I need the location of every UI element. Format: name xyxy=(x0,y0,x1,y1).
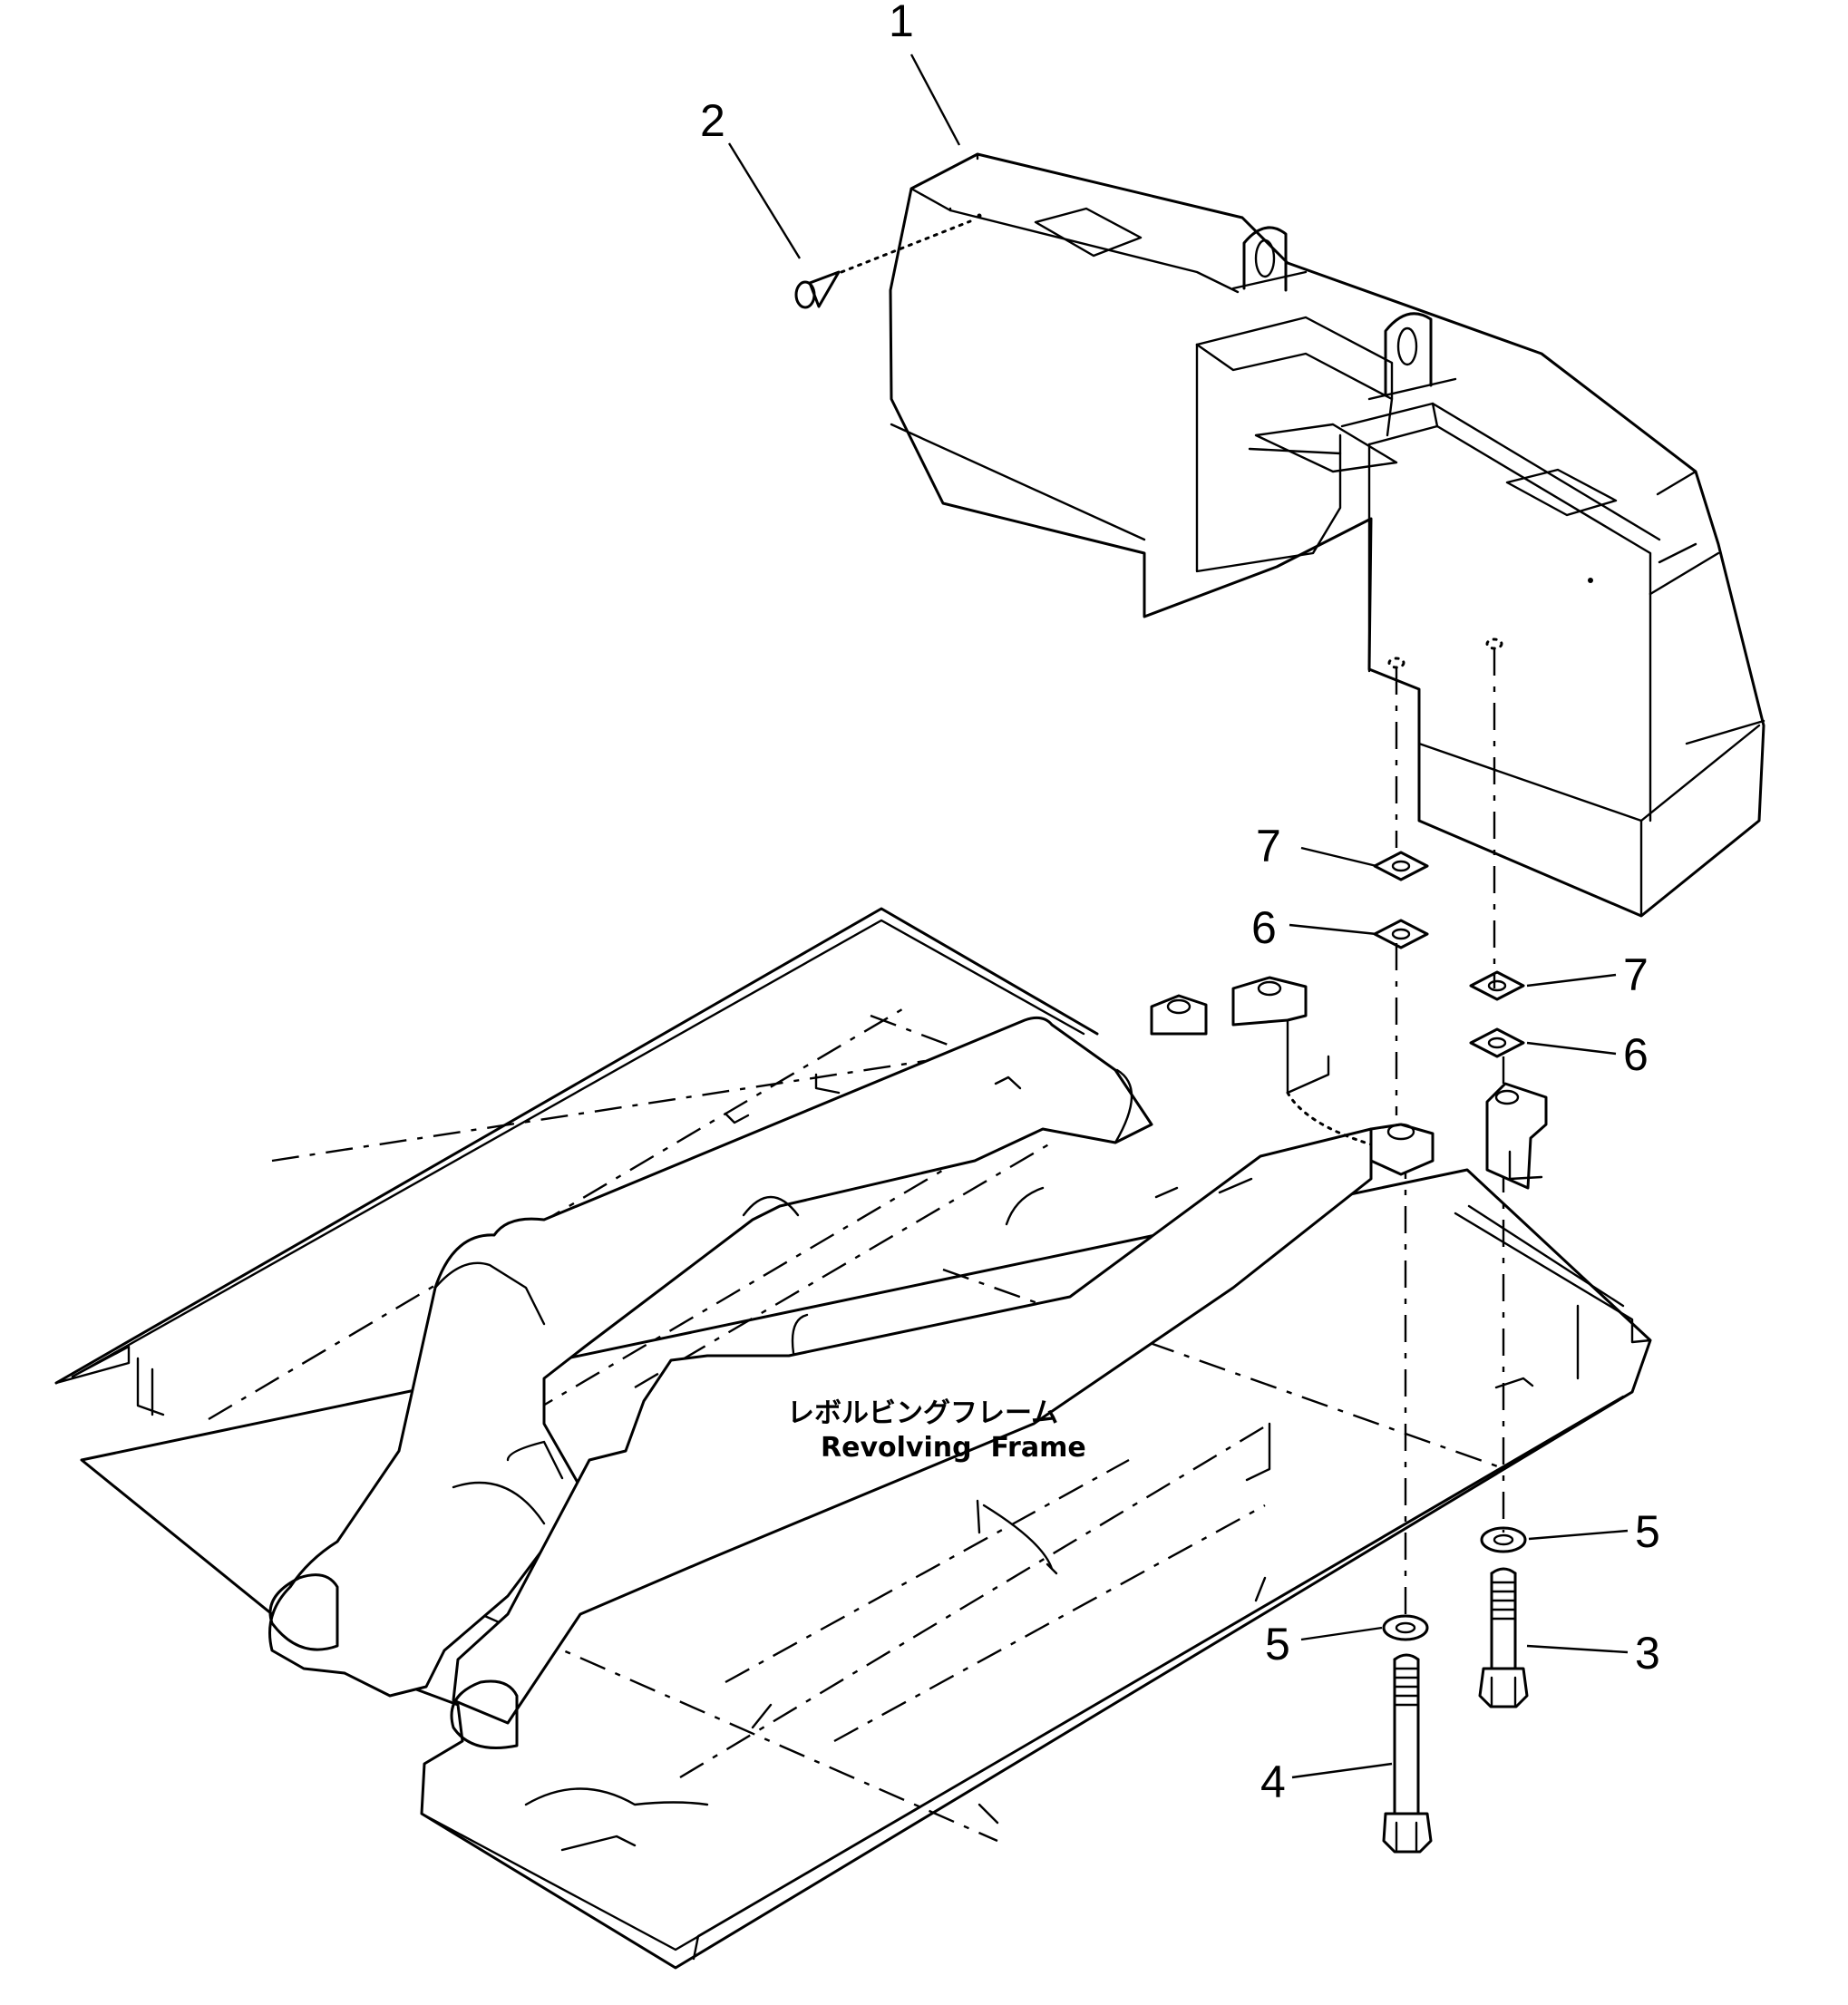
bolt-icon-short xyxy=(1478,1567,1529,1708)
washer-icon-b xyxy=(1382,1614,1429,1641)
washer-icon-a xyxy=(1480,1526,1527,1553)
callout-6a: 6 xyxy=(1251,902,1277,953)
shim-icon-6b xyxy=(1469,1027,1525,1058)
frame-label-en: Revolving Frame xyxy=(821,1432,1086,1464)
lifting-eye-icon xyxy=(1367,312,1457,401)
screw-icon xyxy=(794,219,972,309)
shim-icon-7a xyxy=(1373,851,1429,881)
callout-1: 1 xyxy=(889,0,914,46)
shim-icon-6a xyxy=(1373,919,1429,949)
callout-4: 4 xyxy=(1260,1757,1286,1807)
callout-5b: 5 xyxy=(1265,1619,1290,1669)
bolt-icon-long xyxy=(1382,1653,1433,1854)
callout-7b: 7 xyxy=(1623,949,1649,1000)
callout-3: 3 xyxy=(1635,1628,1660,1679)
revolving-frame xyxy=(54,907,1652,1970)
lifting-eye-icon xyxy=(1231,226,1308,292)
counterweight xyxy=(889,152,1765,918)
frame-label-jp: レボルビングフレーム xyxy=(787,1397,1058,1429)
callout-6b: 6 xyxy=(1623,1029,1649,1080)
callout-2: 2 xyxy=(700,95,725,146)
callout-7a: 7 xyxy=(1256,821,1281,871)
shim-icon-7b xyxy=(1469,970,1525,1001)
callout-5a: 5 xyxy=(1635,1506,1660,1557)
